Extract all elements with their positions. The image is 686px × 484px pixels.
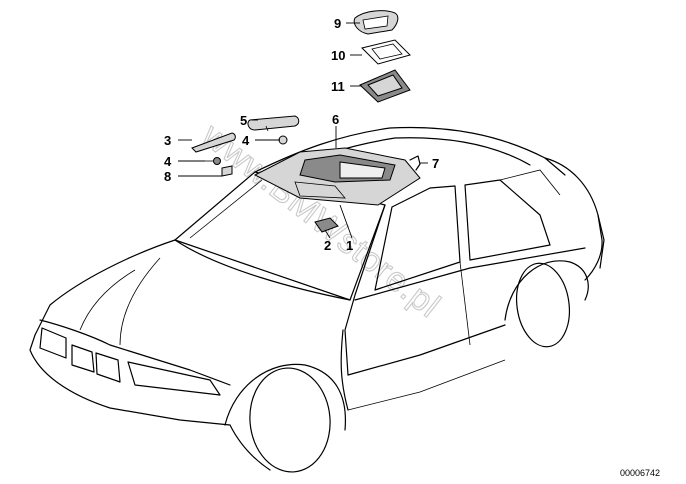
callout-4-lower: 4 [164, 154, 172, 169]
frame-part-11 [359, 69, 411, 103]
cap-part-8 [221, 165, 233, 177]
document-number: 00006742 [620, 468, 660, 478]
clip-part-7 [409, 155, 421, 171]
frame-part-10 [361, 39, 411, 65]
callout-labels: 9 10 11 5 3 4 4 8 6 7 2 1 [164, 16, 439, 253]
handle-cover-part-3 [191, 132, 236, 153]
leader-lines [178, 22, 428, 239]
screw-part-4-upper [278, 135, 288, 145]
headliner-part [253, 147, 421, 206]
car-outline [29, 126, 605, 473]
clip-part-2 [314, 217, 339, 233]
callout-4-upper: 4 [242, 133, 250, 148]
callout-3: 3 [164, 133, 171, 148]
callout-9: 9 [334, 16, 341, 31]
callout-5: 5 [240, 113, 247, 128]
grab-handle-part-5 [247, 115, 300, 132]
callout-11: 11 [331, 79, 345, 94]
callout-8: 8 [164, 169, 171, 184]
frame-part-9 [353, 10, 399, 35]
callout-7: 7 [432, 156, 439, 171]
callout-2: 2 [324, 238, 331, 253]
callout-6: 6 [332, 112, 339, 127]
screw-part-4-lower [205, 157, 221, 165]
callout-1: 1 [346, 238, 353, 253]
callout-10: 10 [331, 48, 345, 63]
